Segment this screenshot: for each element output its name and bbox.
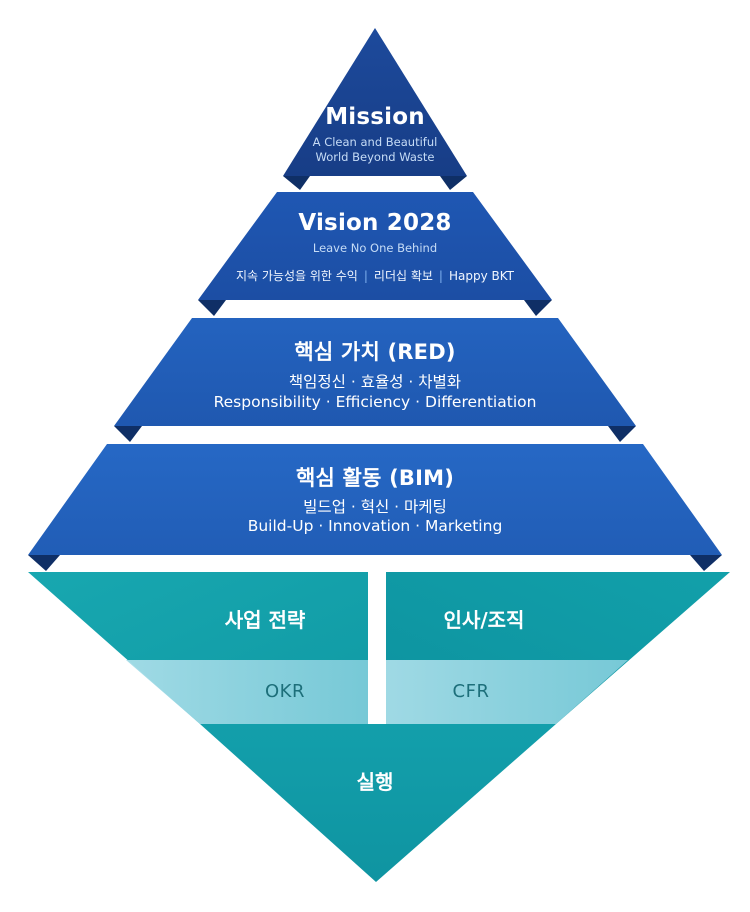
vision-item-happy-bkt: Happy BKT: [448, 269, 514, 283]
vision-fold-left: [198, 300, 226, 316]
core-values-title: 핵심 가치 (RED): [294, 340, 456, 364]
vision-subtitle: Leave No One Behind: [312, 241, 438, 255]
mission-tier: [283, 28, 467, 176]
vision-tier: [198, 192, 552, 300]
mission-fold-left: [283, 176, 310, 190]
separator-bar: |: [363, 269, 368, 283]
mission-subtitle-line1: A Clean and Beautiful: [312, 135, 438, 149]
okr-band: [126, 660, 368, 724]
vision-fold-right: [524, 300, 552, 316]
vision-title: Vision 2028: [298, 210, 452, 236]
core-values-fold-right: [608, 426, 636, 442]
cfr-band: [386, 660, 628, 724]
business-strategy-title: 사업 전략: [224, 608, 306, 632]
vision-items: 지속 가능성을 위한 수익 | 리더십 확보 | Happy BKT: [0, 267, 750, 284]
core-activities-fold-left: [28, 555, 60, 571]
core-values-korean: 책임정신 · 효율성 · 차별화: [288, 373, 462, 391]
mission-title: Mission: [325, 104, 425, 130]
mission-subtitle-line2: World Beyond Waste: [315, 150, 435, 164]
okr-label: OKR: [265, 681, 305, 702]
core-activities-tier: [28, 444, 722, 555]
separator-bar: |: [438, 269, 443, 283]
core-activities-fold-right: [690, 555, 722, 571]
hr-organization-title: 인사/조직: [443, 608, 525, 632]
core-activities-korean: 빌드업 · 혁신 · 마케팅: [303, 498, 447, 516]
core-activities-title: 핵심 활동 (BIM): [295, 466, 454, 490]
core-activities-english: Build-Up · Innovation · Marketing: [247, 517, 503, 535]
execution-tier: [200, 724, 556, 882]
core-values-fold-left: [114, 426, 142, 442]
core-values-tier: [114, 318, 636, 426]
vision-item-leadership: 리더십 확보: [373, 269, 433, 283]
mission-fold-right: [440, 176, 467, 190]
core-values-english: Responsibility · Efficiency · Differenti…: [213, 393, 537, 411]
execution-title: 실행: [356, 770, 394, 794]
vision-item-sustainability: 지속 가능성을 위한 수익: [236, 269, 358, 283]
cfr-label: CFR: [452, 681, 490, 702]
